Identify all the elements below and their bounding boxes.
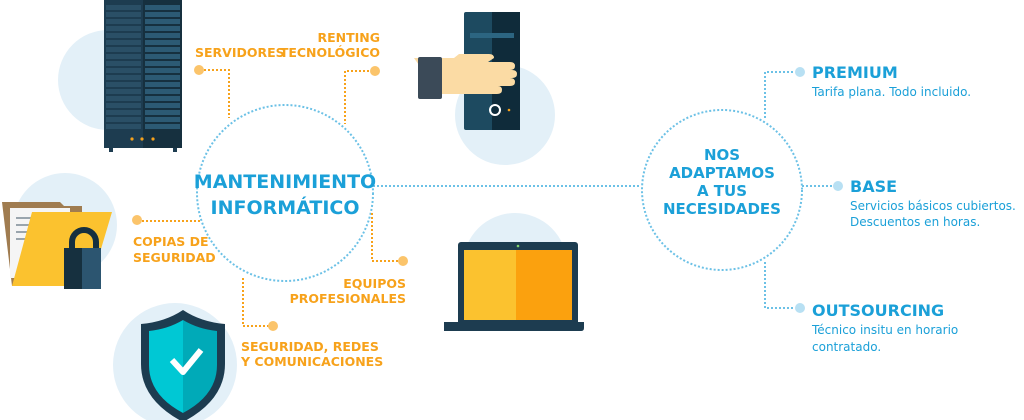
rack-slot (106, 19, 141, 24)
rack-slot (145, 19, 180, 24)
plan-outsourcing-title: OUTSOURCING (812, 301, 944, 320)
rack-slot (106, 124, 141, 129)
label-renting-2: TECNOLÓGICO (280, 45, 380, 60)
rack-slot (106, 117, 141, 122)
hub-title-line1: MANTENIMIENTO (194, 171, 376, 193)
adapt-line3: A TUS (697, 182, 747, 200)
rack-slot (106, 26, 141, 31)
rack-slot (145, 124, 180, 129)
label-copias-1: COPIAS DE (133, 234, 209, 249)
shield-check-icon (141, 310, 225, 420)
rack-slot (106, 96, 141, 101)
rack-slot (106, 89, 141, 94)
rack-slot (145, 103, 180, 108)
plan-base-desc-1: Servicios básicos cubiertos. (850, 199, 1016, 213)
computer-tower-hand-icon (414, 12, 520, 130)
rack-slot (145, 68, 180, 73)
label-seguridad-2: Y COMUNICACIONES (240, 354, 383, 369)
plan-premium-title: PREMIUM (812, 63, 898, 82)
hub-circle (196, 104, 374, 282)
server-rack-icon (104, 0, 182, 152)
rack-slot (145, 33, 180, 38)
adapt-line1: NOS (704, 146, 740, 164)
rack-slot (145, 26, 180, 31)
rack-slot (145, 75, 180, 80)
rack-slot (145, 89, 180, 94)
rack-slot (106, 33, 141, 38)
label-equipos-1: EQUIPOS (343, 276, 406, 291)
rack-slot (106, 40, 141, 45)
rack-slot (145, 47, 180, 52)
rack-slot (106, 12, 141, 17)
rack-slot (145, 12, 180, 17)
label-seguridad-1: SEGURIDAD, REDES (241, 339, 379, 354)
locked-folder-icon (2, 202, 112, 289)
rack-slot (106, 75, 141, 80)
rack-slot (145, 61, 180, 66)
plan-base-title: BASE (850, 177, 897, 196)
rack-slot (106, 61, 141, 66)
laptop-icon (444, 242, 584, 331)
hub-title-line2: INFORMÁTICO (211, 196, 360, 219)
plan-outsourcing-desc-2: contratado. (812, 340, 881, 354)
rack-slot (106, 47, 141, 52)
rack-slot (145, 110, 180, 115)
label-renting-1: RENTING (317, 30, 380, 45)
plan-outsourcing-desc-1: Técnico insitu en horario (811, 323, 958, 337)
service-connectors (132, 65, 408, 331)
label-servidores: SERVIDORES (195, 45, 285, 60)
rack-slot (145, 40, 180, 45)
rack-slot (145, 5, 180, 10)
rack-slot (106, 68, 141, 73)
rack-slot (106, 103, 141, 108)
label-copias-2: SEGURIDAD (133, 250, 216, 265)
rack-slot (145, 54, 180, 59)
rack-slot (106, 82, 141, 87)
adapt-line4: NECESIDADES (663, 200, 781, 218)
rack-slot (106, 110, 141, 115)
rack-slot (145, 82, 180, 87)
adapt-circle (641, 109, 803, 271)
adapt-line2: ADAPTAMOS (669, 164, 775, 182)
rack-slot (106, 54, 141, 59)
rack-slot (145, 96, 180, 101)
rack-slot (106, 5, 141, 10)
plan-premium-desc: Tarifa plana. Todo incluido. (811, 85, 971, 99)
rack-slot (145, 117, 180, 122)
plan-base-desc-2: Descuentos en horas. (850, 215, 980, 229)
label-equipos-2: PROFESIONALES (290, 291, 406, 306)
plan-connectors (764, 67, 843, 313)
